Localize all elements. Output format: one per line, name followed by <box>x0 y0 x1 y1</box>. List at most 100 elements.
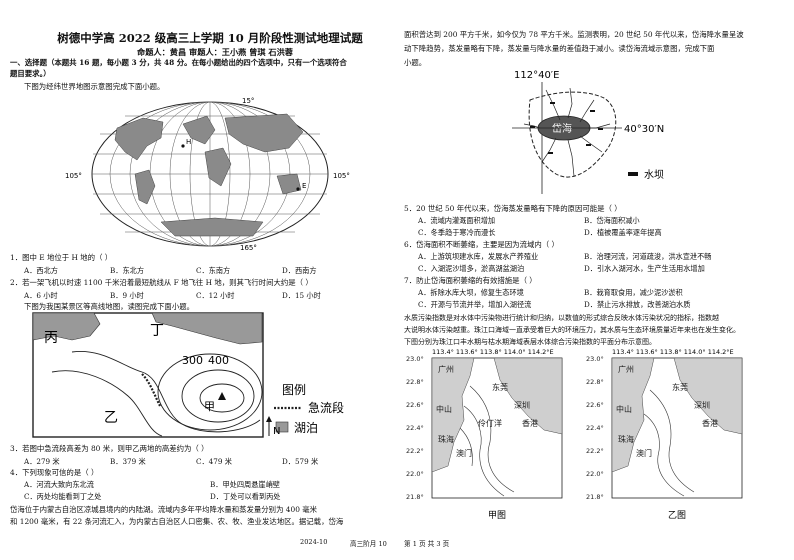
legend-rapids: 急流段 <box>308 400 344 415</box>
prd-maps-svg: 113.4° 113.6° 113.8° 114.0° 114.2°E 广州 东… <box>406 348 743 521</box>
prd-a-lat-22-6: 22.6° <box>406 401 424 409</box>
map-point-h: H <box>186 138 191 146</box>
map-label-top-lon: 15° <box>242 97 254 105</box>
q2-option-b[interactable]: B．9 小时 <box>110 291 144 300</box>
prd-caption-b: 乙图 <box>668 510 686 521</box>
q7-option-c[interactable]: C．开源与节流并举，增加入湖径流 <box>418 300 532 309</box>
q1-option-c[interactable]: C．东南方 <box>196 266 231 275</box>
prd-a-lat-22-4: 22.4° <box>406 424 424 432</box>
q5-option-a[interactable]: A．流域内灌溉面积增加 <box>418 216 496 225</box>
passage-daihai-1: 岱海位于内蒙古自治区凉城县境内的内陆湖。流域内多年平均降水量和蒸发量分别为 40… <box>10 505 318 514</box>
contour-label-jia: 甲 <box>204 400 215 413</box>
prd-a-lat-22-2: 22.2° <box>406 447 424 455</box>
prd-a-top-ticks: 113.4° 113.6° 113.8° 114.0° 114.2°E <box>432 348 554 356</box>
q7-stem: 7．防止岱海面积萎缩的有效措施是（ ） <box>404 276 537 285</box>
prd-a-lat-23-0: 23.0° <box>406 355 424 363</box>
prd-b-lat-22-6: 22.6° <box>586 401 604 409</box>
passage-daihai-3: 面积曾达到 200 平方千米，如今仅为 78 平方千米。监测表明，20 世纪 5… <box>404 30 744 39</box>
q4-option-b[interactable]: B．甲处四周悬崖峭壁 <box>210 480 280 489</box>
q1-option-d[interactable]: D．西南方 <box>282 266 317 275</box>
q1-stem: 1．图中 E 地位于 H 地的（ ） <box>10 253 113 262</box>
section-heading-cont: 题目要求。） <box>10 69 51 78</box>
exam-title: 树德中学高 2022 级高三上学期 10 月阶段性测试地理试题 <box>57 31 363 45</box>
prd-a-lat-22-0: 22.0° <box>406 470 424 478</box>
map-label-right-lon: 105° <box>333 172 350 180</box>
prd-a-macau: 澳门 <box>456 448 472 458</box>
q4-option-c[interactable]: C．丙处均能看到丁之处 <box>24 492 102 501</box>
contour-value-400: 400 <box>208 354 229 367</box>
map-point-e: E <box>302 182 306 190</box>
q5-option-b[interactable]: B．岱海面积减小 <box>584 216 640 225</box>
world-map-figure: 15° 105° 105° 165° E H <box>65 94 355 252</box>
map-label-bottom-lon: 165° <box>240 244 257 252</box>
prd-b-lat-22-2: 22.2° <box>586 447 604 455</box>
prd-map-b: 113.4° 113.6° 113.8° 114.0° 114.2°E 广州 东… <box>586 348 743 521</box>
q7-option-d[interactable]: D．禁止污水排放，改善湖泊水质 <box>584 300 691 309</box>
q4-option-d[interactable]: D．丁处可以看到丙处 <box>210 492 281 501</box>
world-map-svg: 15° 105° 105° 165° E H <box>65 97 350 252</box>
q6-option-b[interactable]: B．治理河流，河道疏浚，洪水宣泄不畅 <box>584 252 712 261</box>
daihai-map-svg: 112°40′E 岱海 <box>512 70 664 194</box>
footer-page: 第 1 页 共 3 页 <box>404 540 450 548</box>
prd-b-guangzhou: 广州 <box>618 364 634 374</box>
q6-option-a[interactable]: A．上游筑坝建水库，发展水产养殖业 <box>418 252 539 261</box>
passage-daihai-2: 和 1200 毫米，有 22 条河流汇入，为内蒙古自治区人口密集、农、牧、渔业发… <box>10 517 344 526</box>
prd-b-zhongshan: 中山 <box>616 404 632 414</box>
q6-stem: 6．岱海面积不断萎缩，主要是因为流域内（ ） <box>404 240 559 249</box>
prd-a-zhuhai: 珠海 <box>438 434 454 444</box>
prd-b-lat-22-8: 22.8° <box>586 378 604 386</box>
q4-option-a[interactable]: A．河流大致向东北流 <box>24 480 94 489</box>
footer-grade: 高三阶月 10 <box>350 540 387 548</box>
q3-option-c[interactable]: C．479 米 <box>196 457 232 466</box>
q6-option-c[interactable]: C．入湖泥沙增多，淤高湖盆湖泊 <box>418 264 525 273</box>
exam-authors: 命题人：黄昌 审题人：王小燕 曾琪 石洪蓉 <box>137 47 293 57</box>
q2-option-c[interactable]: C．12 小时 <box>196 291 235 300</box>
q3-option-d[interactable]: D．579 米 <box>282 457 319 466</box>
passage-prd-2: 大说明水体污染越重。珠江口海域一直承受着巨大的环境压力，其水质与生态环境质量近年… <box>404 326 740 334</box>
legend-lake: 湖泊 <box>294 420 318 435</box>
q2-stem: 2．若一架飞机以时速 1100 千米沿着最短航线从 F 地飞往 H 地，则其飞行… <box>10 278 313 287</box>
q7-option-a[interactable]: A．拆除水库大坝，修复生态环境 <box>418 288 524 297</box>
q2-option-a[interactable]: A．6 小时 <box>24 291 58 300</box>
q4-stem: 4．下列现象可信的是（ ） <box>10 468 99 477</box>
q3-option-b[interactable]: B．379 米 <box>110 457 146 466</box>
q6-option-d[interactable]: D．引水入湖河水，生产生活用水增加 <box>584 264 705 273</box>
prd-b-lat-23-0: 23.0° <box>586 355 604 363</box>
prd-caption-a: 甲图 <box>488 510 506 521</box>
q5-option-d[interactable]: D．植被覆盖率逐年提高 <box>584 228 662 237</box>
daihai-lake-label: 岱海 <box>552 122 572 135</box>
section-heading: 一、选择题（本题共 16 题，每小题 3 分，共 48 分。在每小题给出的四个选… <box>10 58 347 67</box>
north-arrow-label: N <box>273 426 280 437</box>
left-column: 树德中学高 2022 级高三上学期 10 月阶段性测试地理试题 命题人：黄昌 审… <box>10 0 390 560</box>
prd-a-lat-21-8: 21.8° <box>406 493 424 501</box>
footer-date: 2024-10 <box>300 538 328 546</box>
prd-maps-figure: 113.4° 113.6° 113.8° 114.0° 114.2°E 广州 东… <box>404 346 784 524</box>
prd-b-lat-22-0: 22.0° <box>586 470 604 478</box>
right-column: 面积曾达到 200 平方千米，如今仅为 78 平方千米。监测表明，20 世纪 5… <box>404 0 784 560</box>
map-intro: 下图为经纬世界地图示意图完成下面小题。 <box>24 82 165 91</box>
q1-option-a[interactable]: A．西北方 <box>24 266 58 275</box>
contour-label-bing: 丙 <box>44 330 58 346</box>
daihai-lat-label: 40°30′N <box>624 124 664 135</box>
q5-stem: 5．20 世纪 50 年代以来，岱海蒸发量略有下降的原因可能是（ ） <box>404 204 622 213</box>
q2-option-d[interactable]: D．15 小时 <box>282 291 321 300</box>
prd-b-macau: 澳门 <box>636 448 652 458</box>
prd-b-top-ticks: 113.4° 113.6° 113.8° 114.0° 114.2°E <box>612 348 734 356</box>
prd-a-dongguan: 东莞 <box>492 382 508 392</box>
q1-option-b[interactable]: B．东北方 <box>110 266 145 275</box>
prd-a-hongkong: 香港 <box>522 418 538 428</box>
q3-option-a[interactable]: A．279 米 <box>24 457 60 466</box>
prd-a-zhongshan: 中山 <box>436 404 452 414</box>
contour-label-ding: 丁 <box>150 323 164 339</box>
q7-option-b[interactable]: B．栽育取食用，减少泥沙淤积 <box>584 288 683 297</box>
legend-title: 图例 <box>282 383 306 397</box>
q5-option-c[interactable]: C．冬季趋于寒冷而漫长 <box>418 228 496 237</box>
daihai-legend-dam: 水坝 <box>644 169 664 181</box>
contour-map-svg: 丙 丁 乙 甲 300 400 图例 急流段 湖泊 N <box>32 312 344 438</box>
daihai-lon-label: 112°40′E <box>514 70 559 81</box>
contour-label-yi: 乙 <box>104 410 118 426</box>
contour-value-300: 300 <box>182 354 203 367</box>
prd-b-lat-22-4: 22.4° <box>586 424 604 432</box>
prd-a-lat-22-8: 22.8° <box>406 378 424 386</box>
